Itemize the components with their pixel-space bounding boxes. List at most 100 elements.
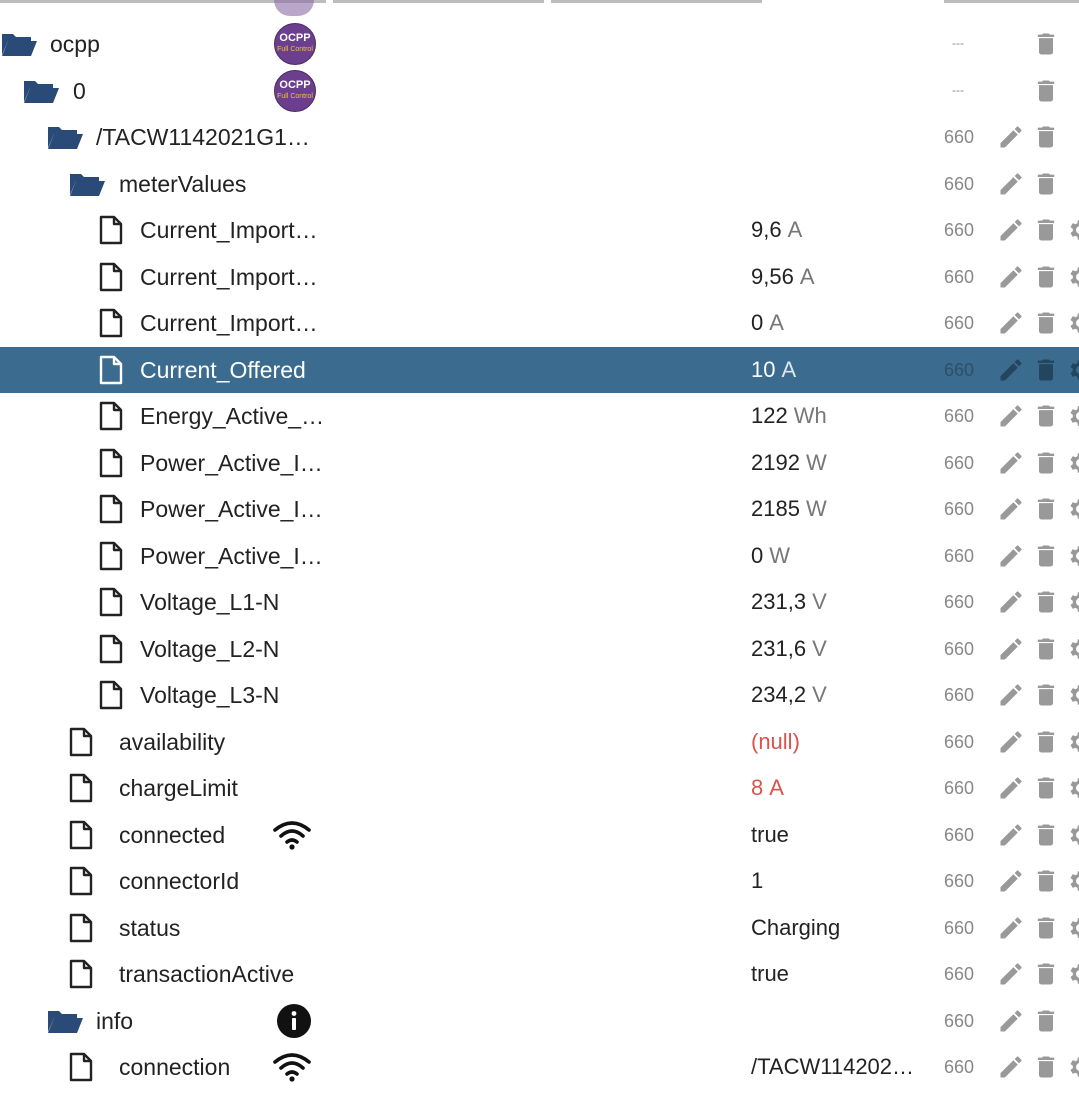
pencil-icon[interactable] bbox=[997, 486, 1025, 532]
folder-open-icon[interactable] bbox=[46, 114, 84, 160]
gear-icon[interactable] bbox=[1065, 626, 1079, 672]
gear-icon[interactable] bbox=[1065, 1044, 1079, 1090]
pencil-icon[interactable] bbox=[997, 254, 1025, 300]
tree-state-row[interactable]: connection /TACW114202…660 bbox=[0, 1044, 1079, 1090]
trash-icon[interactable] bbox=[1032, 114, 1060, 160]
folder-open-icon[interactable] bbox=[46, 998, 84, 1044]
pencil-icon[interactable] bbox=[997, 626, 1025, 672]
gear-icon[interactable] bbox=[1065, 486, 1079, 532]
trash-icon[interactable] bbox=[1032, 579, 1060, 625]
trash-icon[interactable] bbox=[1032, 300, 1060, 346]
trash-icon[interactable] bbox=[1032, 765, 1060, 811]
pencil-icon[interactable] bbox=[997, 393, 1025, 439]
pencil-icon[interactable] bbox=[997, 161, 1025, 207]
pencil-icon[interactable] bbox=[997, 347, 1025, 393]
state-value[interactable]: true bbox=[751, 951, 789, 997]
pencil-icon[interactable] bbox=[997, 1044, 1025, 1090]
tree-state-row[interactable]: availability(null)660 bbox=[0, 719, 1079, 765]
gear-icon[interactable] bbox=[1065, 347, 1079, 393]
gear-icon[interactable] bbox=[1065, 533, 1079, 579]
gear-icon[interactable] bbox=[1065, 672, 1079, 718]
trash-icon[interactable] bbox=[1032, 951, 1060, 997]
tree-folder-row[interactable]: info 660 bbox=[0, 998, 1079, 1044]
gear-icon[interactable] bbox=[1065, 254, 1079, 300]
pencil-icon[interactable] bbox=[997, 998, 1025, 1044]
folder-open-icon[interactable] bbox=[0, 21, 38, 67]
gear-icon[interactable] bbox=[1065, 905, 1079, 951]
pencil-icon[interactable] bbox=[997, 858, 1025, 904]
folder-open-icon[interactable] bbox=[22, 68, 60, 114]
trash-icon[interactable] bbox=[1032, 207, 1060, 253]
gear-icon[interactable] bbox=[1065, 858, 1079, 904]
pencil-icon[interactable] bbox=[997, 300, 1025, 346]
pencil-icon[interactable] bbox=[997, 765, 1025, 811]
state-value[interactable]: 1 bbox=[751, 858, 763, 904]
gear-icon[interactable] bbox=[1065, 951, 1079, 997]
trash-icon[interactable] bbox=[1032, 998, 1060, 1044]
trash-icon[interactable] bbox=[1032, 626, 1060, 672]
pencil-icon[interactable] bbox=[997, 719, 1025, 765]
trash-icon[interactable] bbox=[1032, 533, 1060, 579]
state-value[interactable]: true bbox=[751, 812, 789, 858]
state-value[interactable]: (null) bbox=[751, 719, 800, 765]
pencil-icon[interactable] bbox=[997, 533, 1025, 579]
pencil-icon[interactable] bbox=[997, 672, 1025, 718]
folder-open-icon[interactable] bbox=[68, 161, 106, 207]
pencil-icon[interactable] bbox=[997, 440, 1025, 486]
gear-icon[interactable] bbox=[1065, 812, 1079, 858]
trash-icon[interactable] bbox=[1032, 1044, 1060, 1090]
tree-folder-row[interactable]: /TACW1142021G1…660 bbox=[0, 114, 1079, 160]
trash-icon[interactable] bbox=[1032, 161, 1060, 207]
trash-icon[interactable] bbox=[1032, 905, 1060, 951]
trash-icon[interactable] bbox=[1032, 254, 1060, 300]
pencil-icon[interactable] bbox=[997, 207, 1025, 253]
gear-icon[interactable] bbox=[1065, 765, 1079, 811]
trash-icon[interactable] bbox=[1032, 68, 1060, 114]
trash-icon[interactable] bbox=[1032, 486, 1060, 532]
gear-icon[interactable] bbox=[1065, 579, 1079, 625]
trash-icon[interactable] bbox=[1032, 393, 1060, 439]
trash-icon[interactable] bbox=[1032, 21, 1060, 67]
pencil-icon[interactable] bbox=[997, 951, 1025, 997]
trash-icon[interactable] bbox=[1032, 672, 1060, 718]
state-value[interactable]: Charging bbox=[751, 905, 840, 951]
state-value[interactable]: /TACW114202… bbox=[751, 1044, 914, 1090]
gear-icon[interactable] bbox=[1065, 300, 1079, 346]
trash-icon[interactable] bbox=[1032, 440, 1060, 486]
gear-icon[interactable] bbox=[1065, 440, 1079, 486]
trash-icon[interactable] bbox=[1032, 347, 1060, 393]
pencil-icon[interactable] bbox=[997, 905, 1025, 951]
gear-icon[interactable] bbox=[1065, 393, 1079, 439]
trash-icon[interactable] bbox=[1032, 858, 1060, 904]
trash-icon[interactable] bbox=[1032, 719, 1060, 765]
